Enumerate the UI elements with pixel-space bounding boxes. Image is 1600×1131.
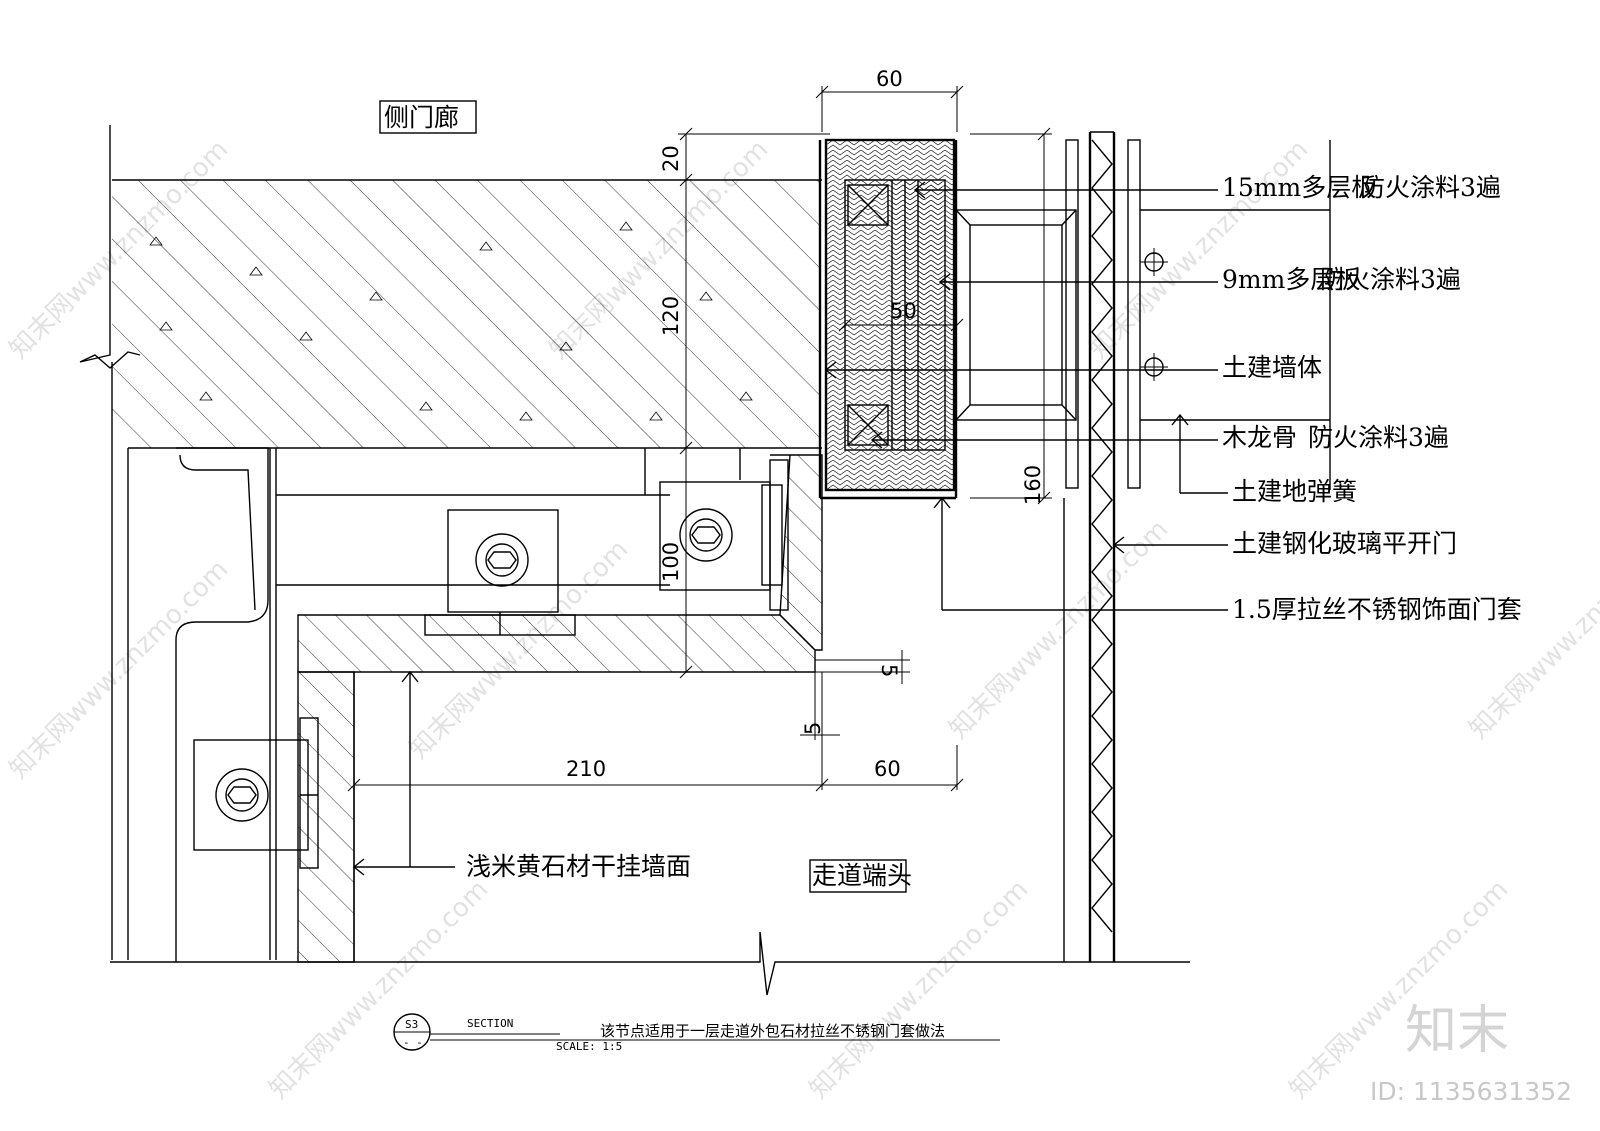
dim-stone-length: 210 xyxy=(566,757,606,781)
dim-inner-width: 50 xyxy=(890,299,917,323)
dim-frame-height: 160 xyxy=(1021,465,1045,505)
callout-civil-wall: 土建墙体 xyxy=(1222,353,1322,382)
callout-plywood-15: 15mm多层板 xyxy=(1222,173,1376,202)
room-label-box xyxy=(809,859,907,893)
break-line-bottom xyxy=(110,931,1190,996)
anchor-bracket xyxy=(193,717,319,869)
leader-lines xyxy=(352,181,1228,876)
room-label-side-corridor: 侧门廊 xyxy=(384,103,459,132)
callout-plywood-9: 9mm多层板 xyxy=(1222,265,1360,294)
callout-steel-casing: 1.5厚拉丝不锈钢饰面门套 xyxy=(1232,595,1522,624)
watermark-text: 知末网www.znzmo.com xyxy=(944,514,1175,745)
watermark-text: 知末网www.znzmo.com xyxy=(1284,874,1515,1105)
dim-bracket-height: 100 xyxy=(659,542,683,582)
anchor-bracket xyxy=(424,509,576,636)
title-scale: SCALE: 1:5 xyxy=(556,1040,622,1053)
watermark-text: 知末网www.znzmo.com xyxy=(804,874,1035,1105)
callout-fireproof-3: 防火涂料3遍 xyxy=(1308,423,1449,452)
room-label-box xyxy=(379,100,477,134)
dim-gap-b: 5 xyxy=(801,722,825,735)
dim-top-width: 60 xyxy=(876,67,903,91)
callout-wood-keel: 木龙骨 xyxy=(1222,423,1297,452)
civil-wall xyxy=(112,179,822,449)
callout-floor-spring: 土建地弹簧 xyxy=(1232,477,1357,506)
watermark-text: 知末网www.znzmo.com xyxy=(4,554,235,785)
anchor-bracket xyxy=(659,481,783,591)
callout-glass-door: 土建钢化玻璃平开门 xyxy=(1232,529,1457,558)
title-heading: SECTION xyxy=(467,1017,513,1030)
stone-cladding-left xyxy=(175,447,741,962)
callout-fireproof-1: 防火涂料3遍 xyxy=(1360,173,1501,202)
title-symbol: S3 xyxy=(405,1018,418,1031)
callout-stone-wall: 浅米黄石材干挂墙面 xyxy=(466,852,691,881)
dimension-lines xyxy=(347,85,1052,792)
dim-wall-top: 20 xyxy=(659,145,683,172)
brand-logo: 知末 xyxy=(1405,1001,1509,1061)
door-casing xyxy=(818,138,958,500)
stone-panel-vertical xyxy=(297,671,355,963)
glass-door xyxy=(1088,131,1116,962)
callout-fireproof-2: 防火涂料3遍 xyxy=(1320,265,1461,294)
title-block: S3 - - SECTION SCALE: 1:5 该节点适用于一层走道外包石材… xyxy=(393,1013,1000,1053)
dim-gap-a: 5 xyxy=(877,664,901,677)
watermark-text: 知末网www.znzmo.com xyxy=(1464,514,1600,745)
break-line-left xyxy=(79,125,141,960)
title-symbol-sub: - - xyxy=(403,1036,423,1049)
room-label-corridor-end: 走道端头 xyxy=(812,861,912,890)
stone-panel-horizontal xyxy=(297,614,816,962)
floor-spring xyxy=(955,139,1331,490)
title-description: 该节点适用于一层走道外包石材拉丝不锈钢门套做法 xyxy=(600,1022,945,1040)
stone-return xyxy=(769,454,823,651)
brand-id: ID: 1135631352 xyxy=(1370,1077,1572,1106)
watermark-text: 知末网www.znzmo.com xyxy=(1084,134,1315,365)
dim-wall-thickness: 120 xyxy=(659,296,683,336)
dim-casing-width: 60 xyxy=(874,757,901,781)
